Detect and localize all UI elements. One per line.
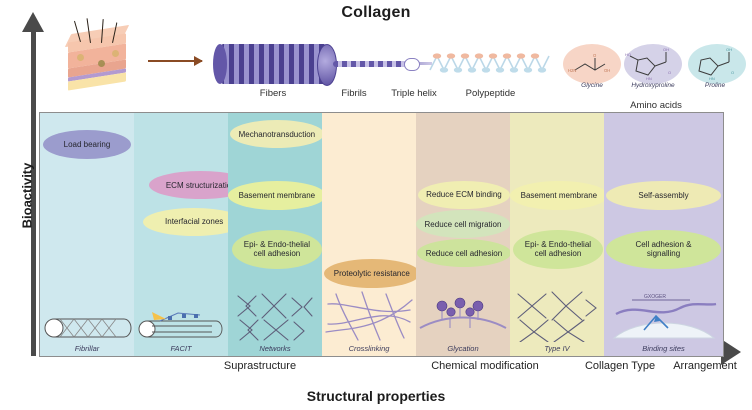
arrow-right-brown-icon <box>148 56 203 66</box>
bioactivity-pill[interactable]: Reduce cell migration <box>416 210 510 239</box>
amino-acid-label-glycine: Glycine <box>581 82 603 89</box>
bioactivity-pill[interactable]: Epi- & Endo-thelial cell adhesion <box>231 229 322 269</box>
bioactivity-pill[interactable]: Self-assembly <box>606 181 721 211</box>
svg-text:OH: OH <box>604 68 610 73</box>
glycated-collagen-sketch <box>416 288 510 342</box>
stage-label-polypeptide: Polypeptide <box>465 88 516 99</box>
x-axis-label: Structural properties <box>306 388 446 404</box>
matrix-column-caption-typeiv: Type IV <box>544 344 570 353</box>
bioactivity-pill[interactable]: Interfacial zones <box>143 207 245 236</box>
fibrillar-collagen-sketch <box>40 288 134 342</box>
bioactivity-pill[interactable]: Mechanotransduction <box>229 120 324 149</box>
svg-text:GXOGER: GXOGER <box>644 294 666 300</box>
matrix-column-caption-facit: FACIT <box>170 344 192 353</box>
svg-text:HN: HN <box>646 76 652 81</box>
group-label-collagen-type: Collagen Type <box>584 360 656 372</box>
y-axis-line <box>31 30 36 356</box>
x-axis-arrowhead <box>721 339 741 365</box>
amino-acid-label-hydroxyproline: Hydroxyproline <box>631 82 675 89</box>
svg-text:OH: OH <box>663 47 669 52</box>
bioactivity-pill[interactable]: Cell adhesion & signalling <box>606 229 721 269</box>
collagen-fibril-icon <box>333 61 411 67</box>
stage-label-amino-acids: Amino acids <box>630 100 682 111</box>
bioactivity-pill[interactable]: Epi- & Endo-thelial cell adhesion <box>512 229 604 269</box>
matrix-column-caption-networks: Networks <box>259 344 291 353</box>
y-axis-label: Bioactivity <box>19 162 35 229</box>
type-iv-network-sketch <box>510 288 604 343</box>
network-collagen-sketch <box>228 288 322 342</box>
group-label-suprastructure: Suprastructure <box>223 360 297 372</box>
matrix-column-caption-binding: Binding sites <box>642 344 685 353</box>
y-axis-arrowhead <box>22 12 44 32</box>
svg-text:HN: HN <box>709 76 715 81</box>
facit-collagen-sketch <box>134 288 228 342</box>
collagen-hierarchy-illustration: Fibers Fibrils Triple helix <box>0 14 752 111</box>
svg-text:OH: OH <box>726 47 732 52</box>
bioactivity-pill[interactable]: Basement membrane <box>510 181 608 211</box>
bioactivity-pill[interactable]: Reduce cell adhesion <box>416 239 511 268</box>
bioactivity-pill[interactable]: Reduce ECM binding <box>417 181 510 209</box>
collagen-fiber-cylinder-icon <box>213 44 337 86</box>
svg-text:O: O <box>731 70 734 75</box>
triple-helix-tip-icon <box>404 58 420 71</box>
amino-acid-label-proline: Proline <box>704 82 726 89</box>
proline-structure-icon: OH O HN <box>688 44 746 84</box>
crosslinked-collagen-sketch <box>322 288 416 342</box>
matrix-column-crosslinking[interactable]: Proteolytic resistance Crosslinking <box>322 113 420 356</box>
hydroxyproline-structure-icon: HO OH O HN <box>624 44 682 84</box>
bioactivity-pill[interactable]: Proteolytic resistance <box>323 258 420 288</box>
bioactivity-pill[interactable]: Load bearing <box>42 130 132 160</box>
matrix-column-caption-fibrillar: Fibrillar <box>74 344 100 353</box>
svg-text:H2N: H2N <box>568 68 576 73</box>
polypeptide-zigzag-icon <box>428 50 553 76</box>
matrix-column-caption-crosslinking: Crosslinking <box>348 344 390 353</box>
skin-tissue-block-icon <box>64 18 130 91</box>
svg-text:HO: HO <box>625 52 631 57</box>
group-label-arrangement: Arrangement <box>673 360 737 372</box>
stage-label-fibers: Fibers <box>259 88 287 99</box>
stage-label-fibrils: Fibrils <box>341 88 367 99</box>
bioactivity-pill[interactable]: Basement membrane <box>228 181 326 211</box>
matrix-column-caption-glycation: Glycation <box>447 344 479 353</box>
svg-text:O: O <box>668 70 671 75</box>
group-label-chemical-modification: Chemical modification <box>431 360 539 372</box>
stage-label-triple-helix: Triple helix <box>391 88 437 99</box>
figure-title: Collagen <box>341 4 411 21</box>
glycine-structure-icon: H2N OH O <box>563 44 621 84</box>
svg-text:O: O <box>593 53 597 58</box>
binding-site-gxoger-sketch: GXOGER <box>604 288 723 342</box>
matrix-column-fibrillar[interactable]: Load bearing Fibrillar <box>40 113 134 356</box>
